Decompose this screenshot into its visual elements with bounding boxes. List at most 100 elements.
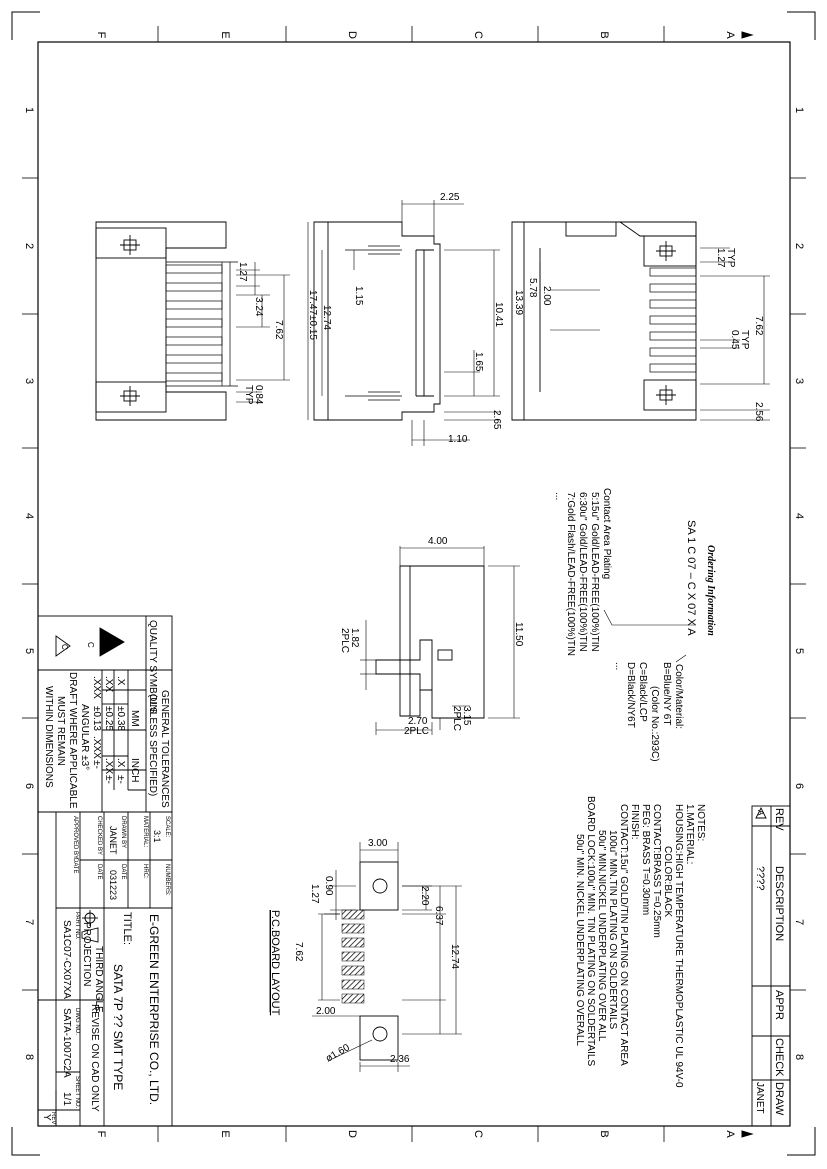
dim-0-84-left: 0.84	[253, 385, 264, 405]
dim-0-45: 0.45	[729, 330, 740, 350]
quality-symbol-1: C	[60, 644, 69, 650]
dim-2-20: 2.20	[419, 886, 430, 906]
tol-row3-a: .XXX	[91, 676, 102, 699]
zone-bottom-b: B	[598, 1130, 610, 1137]
projection-2: PROJECTION	[81, 922, 92, 986]
tol-row2-b: ±0.25	[103, 706, 114, 731]
view-top-left-dims: 1.27 3.24 7.62 0.84 TYP	[237, 262, 284, 405]
dim-7-62-left: 7.62	[273, 320, 284, 340]
sheet-number: 1/1	[61, 1092, 72, 1106]
dim-2-70: 2.70	[408, 716, 428, 727]
zone-left-1: 1	[23, 107, 35, 113]
zone-right-3: 3	[793, 378, 805, 384]
dim-17-47: 17.47±0.15	[307, 290, 318, 340]
zone-left-2: 2	[23, 243, 35, 249]
dim-1-27-right: 1.27	[715, 248, 726, 268]
tol-row3-c: .XXX	[91, 736, 102, 759]
dim-2plc-1: 2PLC	[339, 628, 350, 653]
view-bottom-right-dims: 1.27 TYP 5.78 2.00 13.39 7.62 0.45 TYP 2…	[513, 248, 764, 422]
dim-1-27-pcb: 1.27	[309, 884, 320, 904]
tol-row3-b: ±0.13	[91, 706, 102, 731]
dim-5-78: 5.78	[527, 278, 538, 298]
zone-left-7: 7	[23, 919, 35, 925]
dim-typ-right-1: TYP	[725, 248, 736, 268]
zone-bottom-f: F	[95, 1131, 107, 1138]
sheet-label: SHEET NO.	[74, 1076, 80, 1109]
part-label: PART NO.	[74, 912, 80, 940]
note-line-5: PEG: BRASS T=0.30mm	[640, 804, 651, 915]
note-line-3: COLOR:BLACK	[662, 846, 673, 917]
projection-1: THIRD ANGLE	[93, 946, 104, 1013]
zone-right-4: 4	[793, 513, 805, 519]
zone-labels-left: 1 2 3 4 5 6 7 8	[23, 107, 35, 1060]
pcb-layout	[312, 842, 462, 1072]
dim-2-00-right: 2.00	[541, 286, 552, 306]
zone-right-5: 5	[793, 648, 805, 654]
dim-1-82: 1.82	[349, 628, 360, 648]
plating-line-2: 6:30u" Gold/LEAD-FREE(100%)TIN	[577, 492, 588, 652]
dim-1-27-left: 1.27	[237, 262, 248, 282]
desc-header: DESCRIPTION	[773, 866, 785, 941]
plating-line-3: 7:Gold Flash/LEAD-FREE(100%)TIN	[565, 492, 576, 656]
plating-line-4: ...	[553, 492, 564, 500]
dim-7-62-right: 7.62	[753, 316, 764, 336]
zone-right-6: 6	[793, 783, 805, 789]
ordering-leaders	[603, 609, 696, 663]
hrc-label: HRC:	[142, 864, 148, 879]
revision-block	[751, 805, 791, 1127]
view-top-left	[95, 221, 290, 421]
color-line-5: ...	[613, 662, 624, 670]
title-block-text: QUALITY SYMBOLS C C GENERAL TOLERANCES (…	[41, 620, 170, 1124]
drawn-value: JANET	[108, 826, 118, 855]
note-line-7: CONTACT:15u" GOLD/TIN PLATING ON CONTACT…	[618, 804, 629, 1066]
checked-label: CHECKED BY	[96, 816, 102, 855]
zone-bottom-d: D	[346, 1130, 358, 1138]
title-label: TITLE:	[121, 912, 133, 945]
dim-1-65: 1.65	[473, 352, 484, 372]
quality-symbol-2: C	[86, 642, 95, 648]
zone-left-8: 8	[23, 1054, 35, 1060]
zone-top-f: F	[95, 32, 107, 39]
tol-mm: MM	[129, 710, 140, 727]
quality-symbols: QUALITY SYMBOLS	[147, 620, 158, 714]
zone-top-c: C	[472, 31, 484, 39]
dim-2-65: 2.65	[491, 410, 502, 430]
pcb-layout-dims: 3.00 0.90 1.27 2.20 6.37 12.74 7.62 2.00…	[293, 838, 460, 1065]
zone-left-5: 5	[23, 648, 35, 654]
draw-header: DRAW	[773, 1082, 785, 1116]
dim-13-39: 13.39	[513, 290, 524, 315]
tol-row2-d: ±-	[103, 775, 114, 784]
tol-row1-b: ±0.38	[115, 706, 126, 731]
note-line-4: CONTACT:BRASS T=0.25mm	[651, 804, 662, 938]
color-line-1: B=Blue/NY 6T	[661, 662, 672, 725]
zone-top-d: D	[346, 31, 358, 39]
date-label-3: DATE	[72, 858, 78, 874]
color-title: Color/Material:	[673, 664, 684, 729]
zone-bottom-c: C	[472, 1130, 484, 1138]
dim-2-25: 2.25	[440, 192, 460, 203]
unless-specified: (UNLESS SPECIFIED)	[147, 694, 158, 796]
notes: NOTES: 1.MATERIAL: HOUSING:HIGH TEMPERAT…	[574, 796, 706, 1088]
note-line-10: BOARD LOCK:100u" MIN. TIN PLATING ON SOL…	[585, 796, 596, 1066]
dwg-number: SATA-1007C2A	[61, 1008, 72, 1078]
rev-label: REV	[50, 1112, 56, 1124]
check-header: CHECK	[773, 1038, 785, 1077]
tol-row2-c: .XX	[103, 758, 114, 774]
zone-labels-top: F E D C B A	[95, 31, 736, 39]
date-label-2: DATE	[96, 864, 102, 880]
scale-label: SCALE:	[164, 816, 170, 838]
rev-number: Y	[41, 1114, 52, 1121]
zone-left-4: 4	[23, 513, 35, 519]
pcb-layout-label: P.C.BOARD LAYOUT	[269, 910, 281, 1016]
dim-1-15: 1.15	[353, 286, 364, 306]
draft-2: MUST REMAIN	[55, 696, 66, 766]
ordering-info: Ordering Information SA 1 C 07 – C X 07 …	[553, 488, 716, 762]
drawing-title: SATA 7P ?? SMT TYPE	[111, 964, 125, 1090]
desc-value: ????	[754, 866, 766, 890]
dim-4-00: 4.00	[428, 536, 448, 547]
view-bottom-right	[511, 221, 770, 421]
zone-labels-bottom: F E D C B A	[95, 1130, 736, 1138]
zone-right-7: 7	[793, 919, 805, 925]
view-profile-dims: 4.00 11.50 1.82 2PLC 2.70 2PLC 3.15 2PLC	[339, 536, 524, 737]
title-block	[37, 615, 173, 1127]
